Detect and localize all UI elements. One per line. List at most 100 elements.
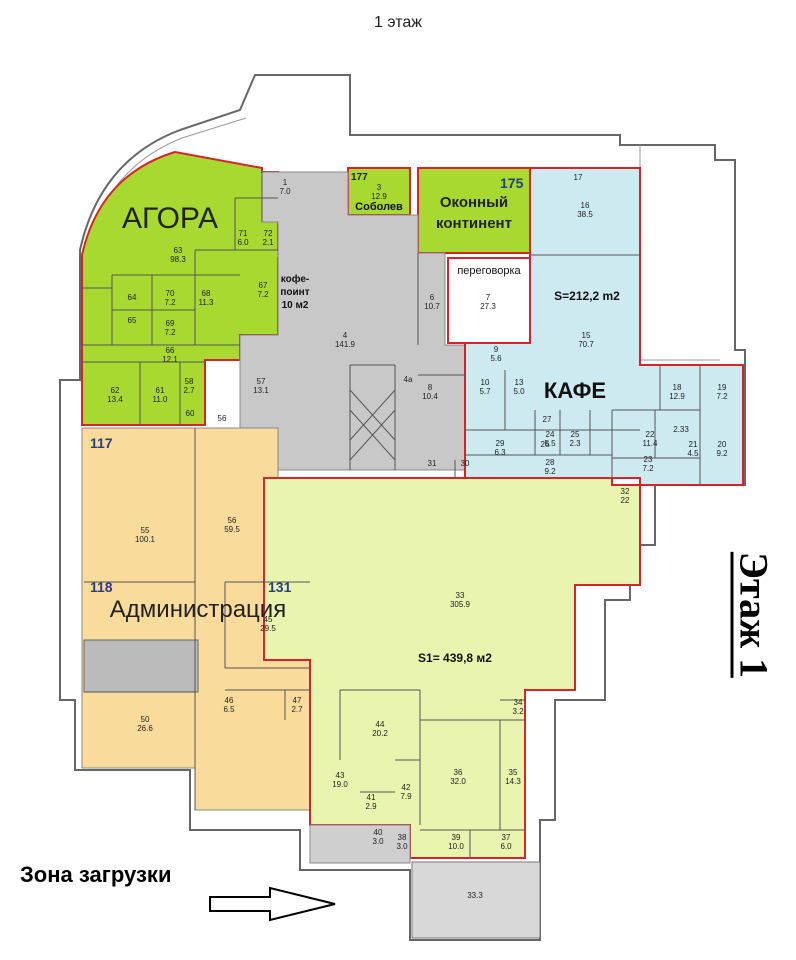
room-number: 63 [174,246,183,255]
room-number: 31 [428,459,437,468]
room-number: 44 [376,720,385,729]
label-agora: АГОРА [122,202,218,235]
room-area: 2.3 [569,439,581,448]
room-number: 34 [514,698,523,707]
room-number: 28 [546,458,555,467]
room-number: 69 [166,319,175,328]
room-number: 47 [293,696,302,705]
room-area: 100.1 [135,535,156,544]
label-hall-area: S1= 439,8 м2 [418,651,492,665]
room-area: 6.3 [494,448,506,457]
room-area: 11.4 [643,439,659,448]
room-number: 36 [454,768,463,777]
room-number: 56 [228,516,237,525]
room-area: 2.7 [183,386,195,395]
room-number: 43 [336,771,345,780]
room-number: 32 [621,487,630,496]
room-area: 2.9 [365,802,377,811]
room-number: 45 [264,615,273,624]
room-number: 58 [185,377,194,386]
label-kofe-3: 10 м2 [282,300,309,311]
room-number: 30 [461,459,470,468]
room-area: 98.3 [170,255,186,264]
room-area: 33.3 [467,891,483,900]
room-area: 6.0 [500,842,512,851]
room-area: 10.7 [424,302,440,311]
room-area: 5.0 [513,387,525,396]
room-number: 60 [186,409,195,418]
room-number: 13 [515,378,524,387]
room-area: 70.7 [578,340,594,349]
room-number: 4 [343,331,348,340]
room-area: 12.9 [371,192,387,201]
room-area: 13.4 [107,395,123,404]
interior-walls [82,172,701,858]
room-area: 3.0 [372,837,384,846]
room-area: 19.0 [332,780,348,789]
room-area: 22 [621,496,630,505]
room-area: 305.9 [450,600,471,609]
floor-side-label: Этаж 1 [722,540,782,690]
label-kafe-area: S=212,2 m2 [554,289,620,303]
room-number: 8 [428,383,433,392]
label-okonny-1: Оконный [440,194,508,211]
room-area: 13.1 [253,386,269,395]
floor-title: 1 этаж [374,14,422,31]
room-area: 7.2 [164,298,176,307]
zone-okonny[interactable] [417,167,531,254]
room-number: 20 [718,440,727,449]
room-number: 42 [402,783,411,792]
room-number: 66 [166,346,175,355]
room-number: 46 [225,696,234,705]
room-number: 23 [644,455,653,464]
loading-zone-label: Зона загрузки [20,862,172,887]
room-number: 35 [509,768,518,777]
room-area: 5.7 [479,387,491,396]
room-number: 72 [264,229,273,238]
zone-service-lower [309,824,411,864]
loading-arrow [209,886,336,922]
room-number: 67 [259,281,268,290]
room-area: 10.0 [448,842,464,851]
building-shell [59,74,746,941]
room-area: 7.2 [257,290,269,299]
room-area: 27.3 [480,302,496,311]
room-number: 37 [502,833,511,842]
room-number: 38 [398,833,407,842]
label-kafe: КАФЕ [544,378,606,403]
room-number: 71 [239,229,248,238]
room-area: 12.1 [162,355,178,364]
room-number: 41 [367,793,376,802]
room-number: 17 [574,173,583,182]
room-area: 7.9 [400,792,412,801]
room-area: 9.2 [544,467,556,476]
zone-main-hall[interactable] [263,477,641,859]
room-area: 6.5 [223,705,235,714]
zone-loading-bay [411,861,541,939]
room-number: 16 [581,201,590,210]
room-number: 18 [673,383,682,392]
room-area: 38.5 [577,210,593,219]
room-number: 2.33 [673,425,689,434]
room-number: 22 [646,430,655,439]
room-area: 6.0 [237,238,249,247]
room-number: 9 [494,345,499,354]
unit-175: 175 [500,175,524,191]
label-admin: Администрация [110,596,286,623]
room-area: 12.9 [669,392,685,401]
zone-peregovorka[interactable] [447,257,531,344]
room-area: 7.2 [716,392,728,401]
room-number: 25 [571,430,580,439]
unit-117: 117 [90,435,113,451]
unit-131: 131 [268,579,292,595]
room-number: 6 [430,293,435,302]
room-area: 2.7 [291,705,303,714]
stair-admin [83,639,199,693]
room-number: 57 [257,377,266,386]
unit-118: 118 [90,579,113,595]
room-area: 3.2 [512,707,524,716]
room-area: 10.4 [422,392,438,401]
room-number: 21 [689,440,698,449]
